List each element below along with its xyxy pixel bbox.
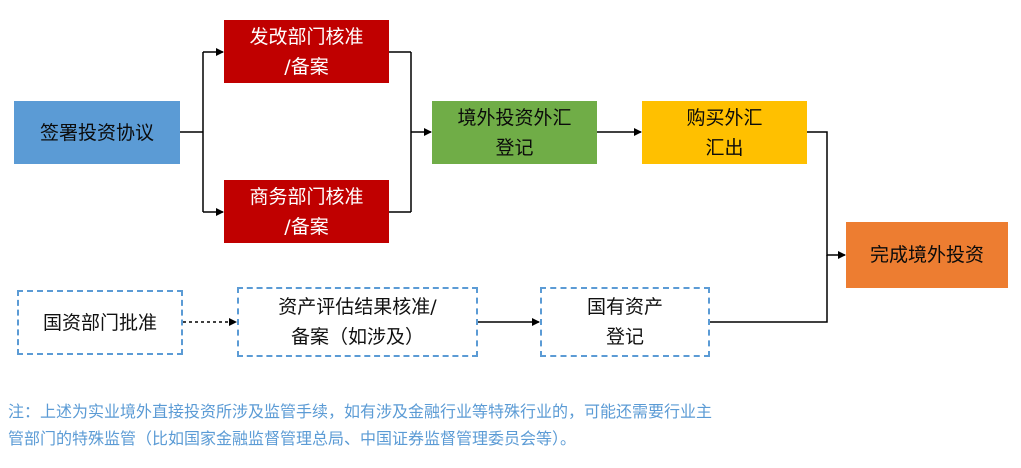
node-assess-line-1: 资产评估结果核准/ [278, 296, 437, 318]
footnote-line-2: 管部门的特殊监管（比如国家金融监督管理总局、中国证券监督管理委员会等）。 [8, 429, 577, 448]
node-buy-line-1: 购买外汇 [686, 106, 763, 129]
node-sasac-line-1: 国资部门批准 [42, 311, 157, 334]
node-mofcom-line-1: 商务部门核准 [249, 185, 364, 208]
node-statereg-line-2: 登记 [605, 326, 644, 348]
node-forex-registration: 境外投资外汇 登记 [432, 101, 597, 164]
node-forex-line-2: 登记 [495, 136, 534, 159]
node-sasac-approval: 国资部门批准 [17, 290, 183, 355]
node-statereg-line-1: 国有资产 [586, 296, 663, 318]
node-done-line-1: 完成境外投资 [869, 244, 984, 266]
node-buy-line-2: 汇出 [705, 136, 744, 159]
node-forex-line-1: 境外投资外汇 [457, 106, 572, 129]
node-mofcom-line-2: /备案 [284, 215, 329, 238]
node-asset-valuation: 资产评估结果核准/ 备案（如涉及） [237, 287, 478, 357]
connector-buy-to-done [807, 131, 846, 259]
node-ndrc-approval: 发改部门核准 /备案 [224, 20, 389, 83]
node-sign-line-1: 签署投资协议 [39, 121, 154, 144]
node-sign-agreement: 签署投资协议 [14, 101, 180, 164]
node-ndrc-line-1: 发改部门核准 [249, 25, 364, 48]
node-ndrc-line-2: /备案 [284, 55, 329, 78]
node-investment-complete: 完成境外投资 [846, 222, 1008, 288]
footnote: 注：上述为实业境外直接投资所涉及监管手续，如有涉及金融行业等特殊行业的，可能还需… [8, 398, 1008, 452]
node-mofcom-approval: 商务部门核准 /备案 [224, 180, 389, 243]
node-buy-remit: 购买外汇 汇出 [642, 101, 807, 164]
node-state-asset-registration: 国有资产 登记 [540, 287, 710, 357]
footnote-line-1: 注：上述为实业境外直接投资所涉及监管手续，如有涉及金融行业等特殊行业的，可能还需… [8, 402, 713, 421]
node-assess-line-2: 备案（如涉及） [290, 326, 424, 348]
connector-statereg-to-done [710, 255, 828, 323]
